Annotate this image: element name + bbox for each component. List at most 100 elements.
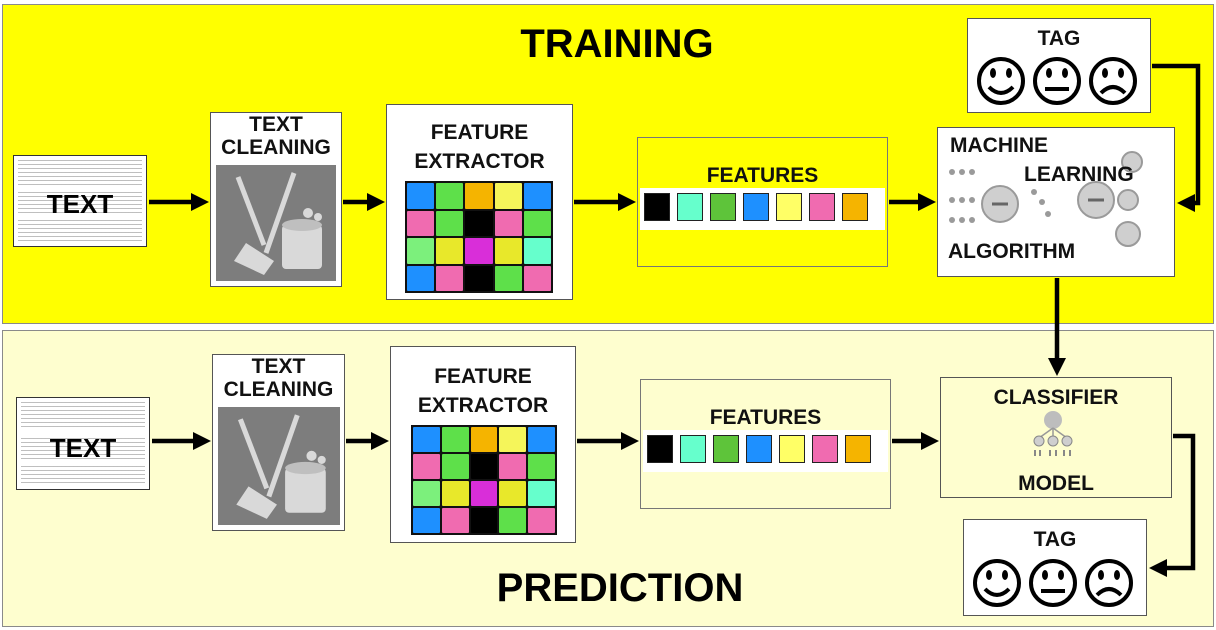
- grid-cell: [523, 210, 551, 236]
- grid-cell: [523, 265, 551, 291]
- grid-cell: [523, 238, 551, 264]
- grid-cell: [465, 238, 493, 264]
- grid-cell: [528, 508, 555, 533]
- ml-label-algorithm: ALGORITHM: [948, 240, 1076, 263]
- prediction-features-label: FEATURES: [709, 406, 822, 429]
- grid-cell: [441, 508, 469, 533]
- feature-swatch: [677, 193, 703, 221]
- training-title: TRAINING: [520, 22, 714, 66]
- grid-cell: [494, 210, 522, 236]
- feature-swatch: [845, 435, 871, 463]
- grid-cell: [499, 481, 527, 506]
- grid-cell: [528, 481, 555, 506]
- grid-cell: [528, 427, 555, 452]
- grid-cell: [407, 238, 435, 264]
- training-tag-label: TAG: [1037, 27, 1081, 50]
- smiley-sad-icon: [1089, 57, 1137, 105]
- training-extractor-label-1: FEATURE: [430, 121, 529, 144]
- grid-cell: [523, 183, 551, 209]
- prediction-extractor-box: FEATURE EXTRACTOR: [390, 346, 576, 543]
- classifier-model-box: CLASSIFIER MODEL: [940, 377, 1172, 498]
- prediction-text-document: TEXT: [16, 397, 150, 490]
- prediction-extractor-label-1: FEATURE: [434, 365, 532, 388]
- grid-cell: [494, 183, 522, 209]
- feature-swatch: [746, 435, 772, 463]
- training-features-box: FEATURES: [637, 137, 888, 267]
- training-cleaning-box: TEXT CLEANING: [210, 112, 342, 287]
- training-cleaning-label-2: CLEANING: [221, 136, 331, 159]
- grid-cell: [413, 427, 440, 452]
- feature-swatch: [743, 193, 769, 221]
- prediction-extractor-label-2: EXTRACTOR: [417, 394, 549, 417]
- grid-cell: [413, 481, 440, 506]
- training-features-label: FEATURES: [706, 164, 819, 187]
- grid-cell: [465, 210, 493, 236]
- training-sentiment-icons: [977, 57, 1137, 105]
- grid-cell: [407, 265, 435, 291]
- feature-swatch: [842, 193, 868, 221]
- grid-cell: [407, 183, 435, 209]
- grid-cell: [499, 427, 527, 452]
- grid-cell: [528, 454, 555, 479]
- broom-bucket-icon: [216, 165, 336, 281]
- grid-cell: [436, 238, 464, 264]
- prediction-tag-box: TAG: [963, 519, 1147, 616]
- grid-cell: [499, 454, 527, 479]
- prediction-feature-swatches: [647, 435, 871, 463]
- grid-cell: [494, 265, 522, 291]
- grid-cell: [470, 454, 498, 479]
- ml-label-machine: MACHINE: [950, 134, 1048, 157]
- prediction-cleaning-label-1: TEXT: [251, 355, 306, 378]
- grid-cell: [441, 481, 469, 506]
- grid-cell: [470, 481, 498, 506]
- broom-bucket-icon: [218, 407, 340, 525]
- prediction-cleaning-box: TEXT CLEANING: [212, 354, 345, 531]
- feature-swatch: [644, 193, 670, 221]
- ml-algorithm-box: MACHINE LEARNING ALGORITHM: [937, 127, 1175, 277]
- grid-cell: [465, 265, 493, 291]
- grid-cell: [436, 183, 464, 209]
- grid-cell: [441, 427, 469, 452]
- grid-cell: [470, 427, 498, 452]
- training-extractor-label-2: EXTRACTOR: [414, 150, 545, 173]
- smiley-happy-icon: [977, 57, 1025, 105]
- prediction-features-box: FEATURES: [640, 379, 891, 509]
- neural-net-icon: [949, 151, 1143, 247]
- prediction-tag-label: TAG: [1033, 528, 1077, 551]
- tree-model-icon: [1033, 411, 1073, 456]
- feature-swatch: [713, 435, 739, 463]
- training-feature-grid: [405, 181, 553, 293]
- grid-cell: [413, 508, 440, 533]
- training-text-document: TEXT: [13, 155, 147, 247]
- grid-cell: [407, 210, 435, 236]
- feature-swatch: [776, 193, 802, 221]
- grid-cell: [436, 210, 464, 236]
- feature-swatch: [647, 435, 673, 463]
- training-text-label: TEXT: [46, 189, 114, 219]
- grid-cell: [413, 454, 440, 479]
- training-tag-box: TAG: [967, 18, 1151, 113]
- grid-cell: [499, 508, 527, 533]
- feature-swatch: [812, 435, 838, 463]
- smiley-happy-icon: [973, 559, 1021, 607]
- model-label: MODEL: [1018, 472, 1094, 495]
- prediction-title: PREDICTION: [496, 566, 744, 610]
- grid-cell: [465, 183, 493, 209]
- smiley-neutral-icon: [1029, 559, 1077, 607]
- feature-swatch: [680, 435, 706, 463]
- training-extractor-box: FEATURE EXTRACTOR: [386, 104, 573, 300]
- feature-swatch: [809, 193, 835, 221]
- ml-label-learning: LEARNING: [1024, 163, 1134, 186]
- prediction-feature-grid: [411, 425, 557, 535]
- smiley-neutral-icon: [1033, 57, 1081, 105]
- grid-cell: [470, 508, 498, 533]
- prediction-sentiment-icons: [973, 559, 1133, 607]
- prediction-text-label: TEXT: [49, 433, 117, 463]
- training-feature-swatches: [644, 193, 868, 221]
- feature-swatch: [779, 435, 805, 463]
- prediction-cleaning-label-2: CLEANING: [223, 378, 334, 401]
- classifier-label: CLASSIFIER: [993, 386, 1119, 409]
- smiley-sad-icon: [1085, 559, 1133, 607]
- training-cleaning-label-1: TEXT: [249, 113, 303, 136]
